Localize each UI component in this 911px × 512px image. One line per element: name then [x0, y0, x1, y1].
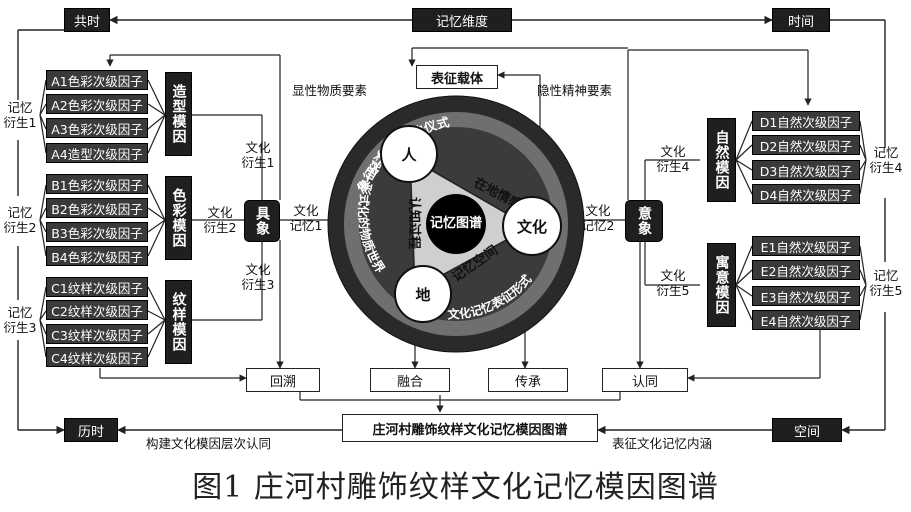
factor-a3: A3色彩次级因子: [46, 118, 148, 138]
factor-c3: C3纹样次级因子: [46, 324, 148, 344]
node-di: 地: [394, 265, 452, 323]
memory-deriv-left-2: 记忆衍生2: [3, 205, 37, 235]
factor-a4: A4造型次级因子: [46, 143, 148, 163]
factor-d3: D3自然次级因子: [752, 160, 860, 180]
outcome-inheritance: 传承: [488, 368, 568, 392]
space-box: 空间: [772, 418, 842, 442]
factor-e4: E4自然次级因子: [752, 310, 860, 330]
memory-dimension-box: 记忆维度: [412, 8, 512, 32]
memory-deriv-left-1: 记忆衍生1: [3, 100, 37, 130]
figure-caption: 图1 庄河村雕饰纹样文化记忆模因图谱: [192, 470, 719, 505]
meme-right-2: 寓意模因: [707, 243, 736, 327]
factor-d1: D1自然次级因子: [752, 111, 860, 131]
memory-deriv-left-3: 记忆衍生3: [3, 305, 37, 335]
culture-deriv-2: 文化衍生2: [203, 205, 237, 235]
factor-e3: E3自然次级因子: [752, 286, 860, 306]
cultural-memory-1: 文化记忆1: [289, 203, 323, 233]
meme-left-3: 纹样模因: [165, 280, 192, 364]
factor-b3: B3色彩次级因子: [46, 222, 148, 242]
outcome-fusion: 融合: [370, 368, 450, 392]
concrete-box: 具象: [244, 200, 280, 242]
factor-c4: C4纹样次级因子: [46, 347, 148, 367]
synchronic-box: 共时: [64, 8, 110, 32]
factor-a2: A2色彩次级因子: [46, 94, 148, 114]
factor-c1: C1纹样次级因子: [46, 277, 148, 297]
node-wenhua: 文化: [502, 196, 562, 256]
meme-right-1: 自然模因: [707, 118, 736, 202]
meme-left-1: 造型模因: [165, 72, 192, 156]
meme-map-title-box: 庄河村雕饰纹样文化记忆模因图谱: [342, 414, 598, 442]
node-ren: 人: [380, 125, 438, 183]
factor-d2: D2自然次级因子: [752, 135, 860, 155]
time-box: 时间: [772, 8, 830, 32]
culture-deriv-3: 文化衍生3: [241, 262, 275, 292]
outcome-trace-back: 回溯: [246, 368, 320, 392]
core-memory-map: 记忆图谱: [429, 216, 483, 231]
factor-d4: D4自然次级因子: [752, 184, 860, 204]
meme-left-2: 色彩模因: [165, 176, 192, 260]
memory-deriv-right-2: 记忆衍生5: [869, 268, 903, 298]
factor-b4: B4色彩次级因子: [46, 246, 148, 266]
factor-a1: A1色彩次级因子: [46, 70, 148, 90]
cultural-memory-2: 文化记忆2: [581, 203, 615, 233]
factor-c2: C2纹样次级因子: [46, 300, 148, 320]
diachronic-box: 历时: [64, 418, 118, 442]
memory-deriv-right-1: 记忆衍生4: [869, 145, 903, 175]
factor-b2: B2色彩次级因子: [46, 198, 148, 218]
implicit-label: 隐性精神要素: [537, 83, 613, 98]
factor-b1: B1色彩次级因子: [46, 174, 148, 194]
factor-e2: E2自然次级因子: [752, 260, 860, 280]
inner-left-label: 认知过程: [406, 197, 422, 249]
build-identity-text: 构建文化模因层次认同: [146, 436, 272, 451]
outcome-identity: 认同: [602, 368, 688, 392]
culture-deriv-1: 文化衍生1: [241, 140, 275, 170]
represent-memory-text: 表征文化记忆内涵: [612, 436, 713, 451]
explicit-label: 显性物质要素: [292, 83, 368, 98]
carrier-box: 表征载体: [416, 65, 498, 89]
abstract-box: 意象: [625, 200, 663, 242]
culture-deriv-5: 文化衍生5: [656, 268, 690, 298]
culture-deriv-4: 文化衍生4: [656, 144, 690, 174]
factor-e1: E1自然次级因子: [752, 236, 860, 256]
